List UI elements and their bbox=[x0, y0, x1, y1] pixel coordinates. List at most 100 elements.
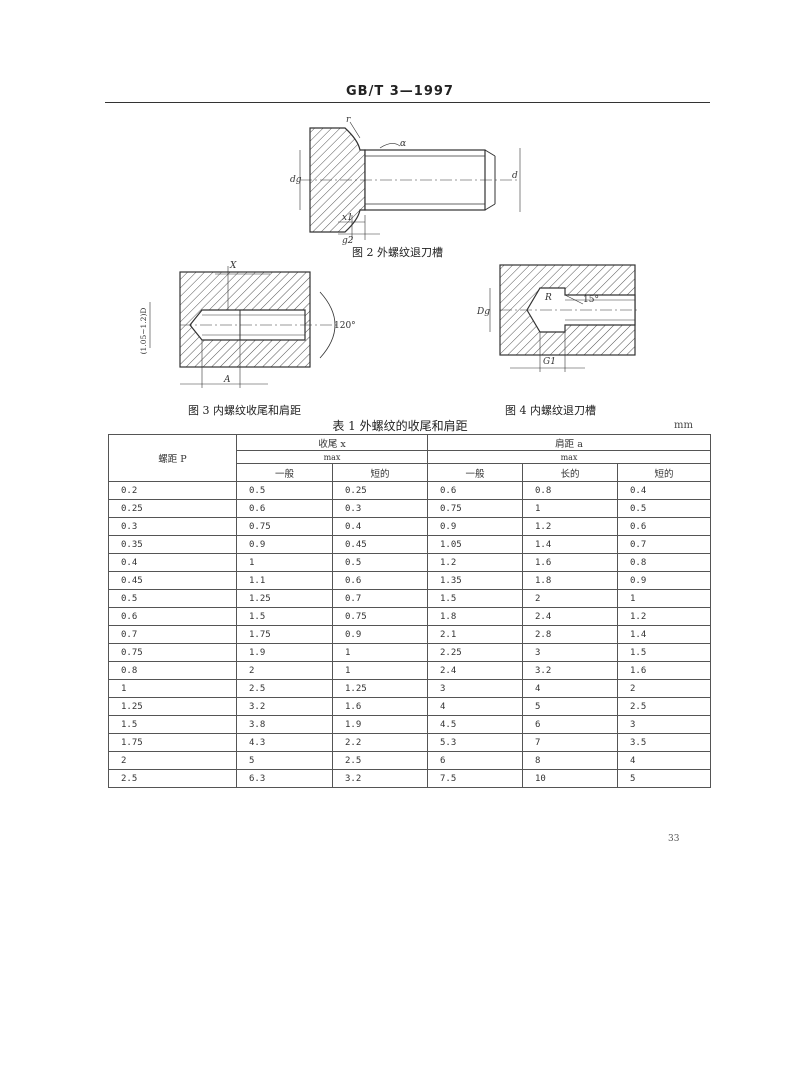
table-cell: 3.2 bbox=[331, 769, 429, 788]
label-15: 15° bbox=[583, 295, 599, 305]
table-cell: 2 bbox=[108, 751, 237, 770]
page-number: 33 bbox=[668, 834, 680, 844]
table-cell: 2.2 bbox=[331, 733, 429, 752]
table-cell: 1 bbox=[331, 643, 429, 662]
table-cell: 5 bbox=[522, 697, 619, 716]
thread-runout-table: 螺距 P 收尾 x 肩距 a max max 一般 短的 一般 长的 短的 0.… bbox=[108, 434, 712, 788]
table-cell: 1.6 bbox=[331, 697, 429, 716]
table-cell: 0.5 bbox=[236, 481, 333, 500]
table-cell: 0.75 bbox=[427, 499, 524, 518]
document-header: GB/T 3—1997 bbox=[346, 84, 454, 99]
table-cell: 0.4 bbox=[617, 481, 712, 500]
table-cell: 0.4 bbox=[108, 553, 237, 572]
table-cell: 1 bbox=[108, 679, 237, 698]
table-cell: 6.3 bbox=[236, 769, 333, 788]
table-cell: 3 bbox=[522, 643, 619, 662]
shoulder-short-header: 短的 bbox=[617, 463, 712, 482]
table-cell: 7.5 bbox=[427, 769, 524, 788]
label-alpha: α bbox=[400, 139, 406, 149]
table-cell: 5 bbox=[236, 751, 333, 770]
table-cell: 3 bbox=[427, 679, 524, 698]
figure-2-caption: 图 2 外螺纹退刀槽 bbox=[352, 246, 443, 259]
table-cell: 1 bbox=[617, 589, 712, 608]
label-d: d bbox=[512, 171, 518, 181]
table-cell: 3.8 bbox=[236, 715, 333, 734]
table-cell: 0.9 bbox=[427, 517, 524, 536]
table-cell: 1.5 bbox=[427, 589, 524, 608]
table-cell: 0.25 bbox=[331, 481, 429, 500]
table-cell: 1 bbox=[331, 661, 429, 680]
table-cell: 10 bbox=[522, 769, 619, 788]
table-cell: 7 bbox=[522, 733, 619, 752]
table-cell: 1 bbox=[236, 553, 333, 572]
table-cell: 5 bbox=[617, 769, 712, 788]
table-cell: 0.5 bbox=[331, 553, 429, 572]
table-cell: 1.1 bbox=[236, 571, 333, 590]
table-cell: 5.3 bbox=[427, 733, 524, 752]
table-cell: 1.9 bbox=[236, 643, 333, 662]
table-cell: 2.8 bbox=[522, 625, 619, 644]
label-g2: g2 bbox=[342, 236, 354, 246]
table-cell: 1.8 bbox=[522, 571, 619, 590]
table-cell: 0.9 bbox=[331, 625, 429, 644]
table-cell: 0.9 bbox=[617, 571, 712, 590]
figure-4-caption: 图 4 内螺纹退刀槽 bbox=[505, 404, 596, 417]
label-dg: Dg bbox=[476, 307, 490, 317]
label-r: r bbox=[346, 115, 351, 125]
table-cell: 0.35 bbox=[108, 535, 237, 554]
table-cell: 0.75 bbox=[331, 607, 429, 626]
table-cell: 2 bbox=[522, 589, 619, 608]
table-cell: 0.7 bbox=[331, 589, 429, 608]
table-cell: 1.5 bbox=[236, 607, 333, 626]
figure-2-external-thread-undercut: r α dg d x1 g2 bbox=[290, 115, 521, 246]
table-cell: 1.25 bbox=[236, 589, 333, 608]
table-cell: 2.4 bbox=[522, 607, 619, 626]
table-cell: 1.6 bbox=[522, 553, 619, 572]
table-cell: 1 bbox=[522, 499, 619, 518]
table-cell: 1.25 bbox=[331, 679, 429, 698]
label-120: 120° bbox=[334, 321, 356, 331]
table-cell: 6 bbox=[522, 715, 619, 734]
table-cell: 0.6 bbox=[236, 499, 333, 518]
runout-short-header: 短的 bbox=[331, 463, 429, 482]
table-cell: 1.75 bbox=[108, 733, 237, 752]
table-cell: 2.5 bbox=[617, 697, 712, 716]
table-cell: 3.5 bbox=[617, 733, 712, 752]
runout-general-header: 一般 bbox=[236, 463, 333, 482]
table-cell: 4 bbox=[427, 697, 524, 716]
label-r: R bbox=[544, 293, 552, 303]
table-cell: 0.8 bbox=[522, 481, 619, 500]
table-cell: 0.75 bbox=[108, 643, 237, 662]
table-cell: 0.45 bbox=[331, 535, 429, 554]
table-cell: 2.25 bbox=[427, 643, 524, 662]
table-cell: 0.5 bbox=[617, 499, 712, 518]
table-cell: 0.3 bbox=[331, 499, 429, 518]
label-x: X bbox=[229, 261, 237, 271]
table-cell: 0.3 bbox=[108, 517, 237, 536]
label-g1: G1 bbox=[543, 357, 556, 367]
shoulder-long-header: 长的 bbox=[522, 463, 619, 482]
table-cell: 0.2 bbox=[108, 481, 237, 500]
table-cell: 4 bbox=[522, 679, 619, 698]
table-cell: 6 bbox=[427, 751, 524, 770]
label-a: A bbox=[223, 375, 231, 385]
table-cell: 3.2 bbox=[236, 697, 333, 716]
table-cell: 0.9 bbox=[236, 535, 333, 554]
table-cell: 1.2 bbox=[522, 517, 619, 536]
table-cell: 0.6 bbox=[427, 481, 524, 500]
table-cell: 1.2 bbox=[617, 607, 712, 626]
figure-4-internal-thread-undercut: Dg R 15° G1 bbox=[476, 264, 640, 372]
shoulder-general-header: 一般 bbox=[427, 463, 524, 482]
table-cell: 2.1 bbox=[427, 625, 524, 644]
table-cell: 0.7 bbox=[108, 625, 237, 644]
table-cell: 0.45 bbox=[108, 571, 237, 590]
